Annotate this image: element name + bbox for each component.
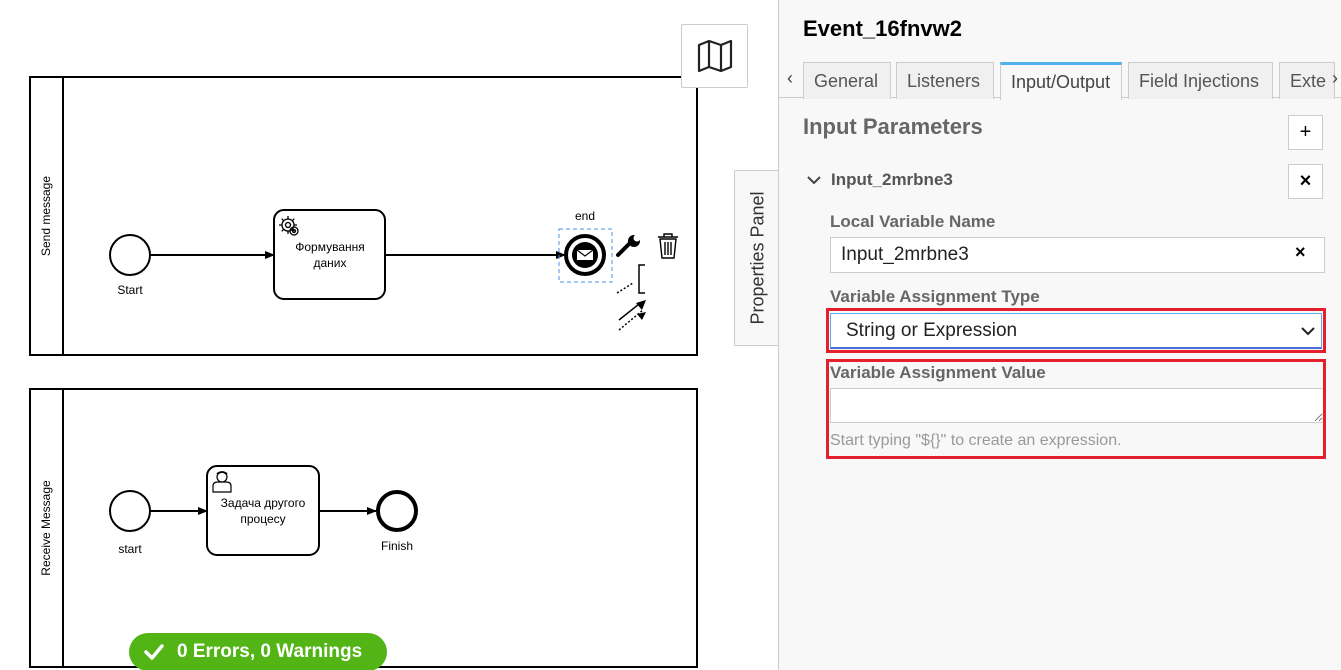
tab-input-output[interactable]: Input/Output <box>1000 62 1122 100</box>
service-task[interactable] <box>273 209 386 300</box>
end-event-finish-label: Finish <box>381 539 413 553</box>
tab-scroll-right-icon[interactable]: › <box>1332 68 1338 88</box>
tab-scroll-left-icon[interactable]: ‹ <box>787 68 793 88</box>
local-variable-name-input[interactable] <box>830 237 1325 273</box>
start-event-2[interactable] <box>109 490 151 532</box>
variable-assignment-value-label: Variable Assignment Value <box>830 363 1046 382</box>
clear-input-icon[interactable]: × <box>1295 242 1306 262</box>
bpmn-diagram[interactable]: Send message Start Формування даних end <box>0 0 778 670</box>
properties-panel-toggle-label: Properties Panel <box>747 191 767 325</box>
pool-send-message-label: Send message <box>39 176 53 256</box>
end-event-finish[interactable] <box>376 490 418 532</box>
minimap-toggle-button[interactable] <box>681 24 748 88</box>
text-annotation-icon[interactable] <box>616 264 645 294</box>
message-end-event[interactable] <box>564 234 606 276</box>
tab-field-injections[interactable]: Field Injections <box>1128 62 1273 99</box>
parameter-collapse-toggle[interactable]: Input_2mrbne3 <box>807 170 953 190</box>
remove-parameter-button[interactable]: × <box>1288 164 1323 199</box>
tab-listeners[interactable]: Listeners <box>896 62 994 99</box>
user-task-label-line2: процесу <box>240 512 285 526</box>
properties-panel: Event_16fnvw2 ‹ General Listeners Input/… <box>778 0 1341 670</box>
variable-assignment-type-label: Variable Assignment Type <box>830 287 1040 306</box>
wrench-icon[interactable] <box>616 234 641 257</box>
diagram-canvas[interactable]: Send message Start Формування даних end <box>0 0 778 670</box>
map-icon <box>697 40 732 72</box>
local-variable-name-label: Local Variable Name <box>830 212 996 231</box>
close-icon: × <box>1299 170 1312 192</box>
input-parameters-heading: Input Parameters <box>803 114 983 139</box>
selection-outline <box>558 228 613 283</box>
tab-extensions[interactable]: Exte <box>1279 62 1335 99</box>
chevron-down-icon <box>807 176 821 185</box>
user-icon <box>212 471 232 493</box>
selected-type: String or Expression <box>846 319 1018 341</box>
tab-bar: ‹ General Listeners Input/Output Field I… <box>779 58 1341 100</box>
check-icon <box>144 644 164 660</box>
status-badge[interactable]: 0 Errors, 0 Warnings <box>129 633 387 670</box>
envelope-icon <box>576 249 594 260</box>
plus-icon: + <box>1299 121 1312 143</box>
element-id-title: Event_16fnvw2 <box>803 16 962 41</box>
status-text: 0 Errors, 0 Warnings <box>177 641 363 662</box>
end-event-label: end <box>575 209 595 223</box>
service-task-label-line2: даних <box>313 256 346 270</box>
variable-assignment-value-textarea[interactable] <box>830 388 1324 423</box>
connect-icon[interactable] <box>618 300 646 331</box>
start-event-1[interactable] <box>109 234 151 276</box>
user-task[interactable] <box>206 465 320 556</box>
gear-icon <box>279 216 299 236</box>
expression-hint: Start typing "${}" to create an expressi… <box>830 432 1122 449</box>
chevron-down-icon <box>1301 327 1315 336</box>
trash-icon[interactable] <box>658 233 678 259</box>
start-event-1-label: Start <box>117 283 143 297</box>
pool-receive-message-label: Receive Message <box>39 480 53 576</box>
properties-panel-toggle[interactable]: Properties Panel <box>734 170 780 346</box>
add-parameter-button[interactable]: + <box>1288 115 1323 150</box>
tab-general[interactable]: General <box>803 62 891 99</box>
start-event-2-label: start <box>118 542 142 556</box>
variable-assignment-type-select[interactable]: String or Expression <box>830 313 1322 349</box>
user-task-label-line1: Задача другого <box>221 496 306 510</box>
parameter-name: Input_2mrbne3 <box>831 170 953 189</box>
service-task-label-line1: Формування <box>295 240 365 254</box>
